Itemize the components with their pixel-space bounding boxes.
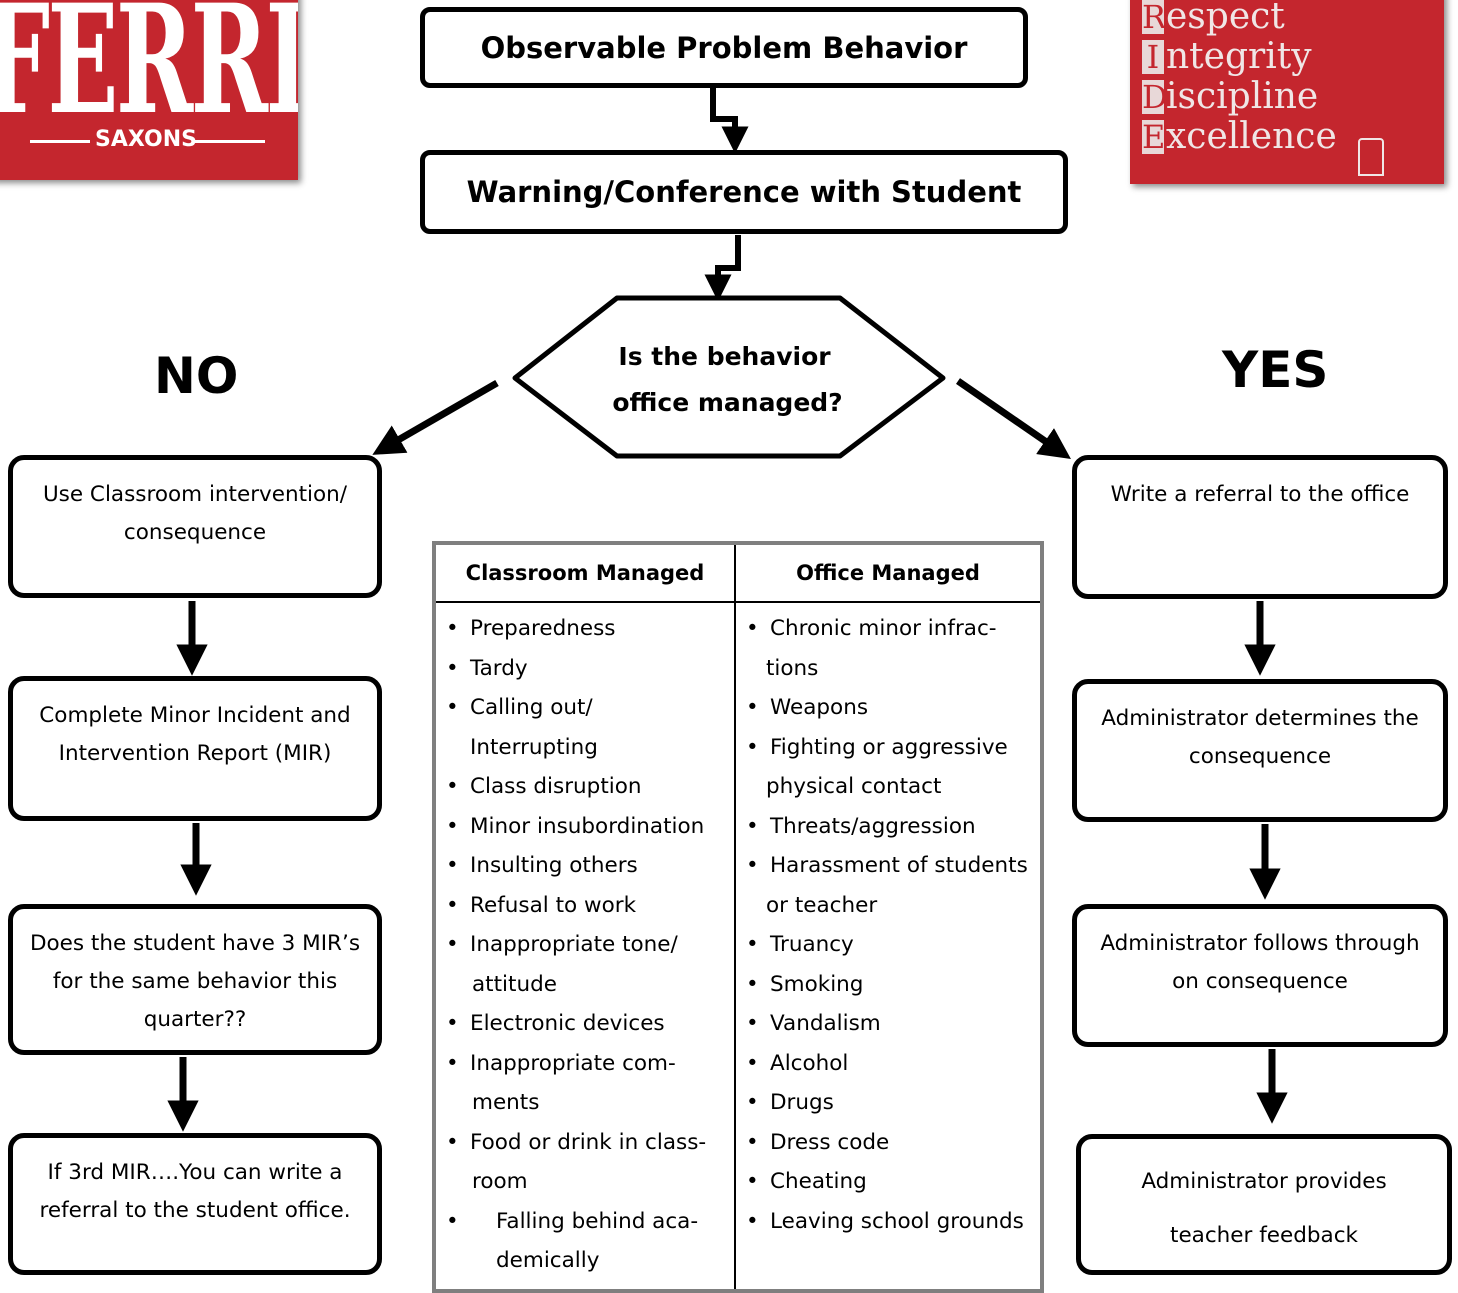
saxons-underline-left [30, 140, 90, 143]
list-item: Vandalism [736, 1004, 1040, 1044]
list-item-continuation: demically [496, 1248, 600, 1273]
list-item: Chronic minor infrac- [736, 609, 1040, 649]
office-managed-header: Office Managed [734, 543, 1042, 603]
list-item: Falling behind aca- [436, 1202, 734, 1242]
list-item: Insulting others [436, 846, 734, 886]
ride-excellence: Excellence [1142, 116, 1337, 157]
list-item: Preparedness [436, 609, 734, 649]
arrow-top-to-warning [710, 88, 749, 154]
list-item-continuation: or teacher [766, 892, 878, 918]
ride-discipline: Discipline [1142, 76, 1319, 117]
no-step-complete-mir: Complete Minor Incident and Intervention… [8, 676, 382, 821]
decision-line-1: Is the behavior [618, 342, 831, 371]
list-item: Inappropriate com- [436, 1044, 734, 1084]
list-item: Leaving school grounds [736, 1202, 1040, 1242]
list-item: Dress code [736, 1123, 1040, 1163]
saxons-underline-right [195, 140, 265, 143]
list-item: Harassment of students [736, 846, 1040, 886]
list-item: Refusal to work [436, 886, 734, 926]
list-item: Truancy [736, 925, 1040, 965]
yes-step-write-referral: Write a referral to the office [1072, 455, 1448, 599]
list-item: Tardy [436, 649, 734, 689]
no-step-three-mirs-question: Does the student have 3 MIR’s for the sa… [8, 904, 382, 1055]
no-step-third-mir-referral: If 3rd MIR….You can write a referral to … [8, 1133, 382, 1275]
list-item-continuation: tions [766, 655, 819, 681]
list-item: Electronic devices [436, 1004, 734, 1044]
yes-step-admin-feedback: Administrator provides teacher feedback [1076, 1134, 1452, 1275]
warning-conference-box: Warning/Conference with Student [420, 150, 1068, 234]
list-item: Smoking [736, 965, 1040, 1005]
decision-hexagon [512, 295, 946, 459]
observable-problem-behavior-box: Observable Problem Behavior [420, 7, 1028, 88]
arrow-to-yes [956, 378, 1071, 459]
list-item: Food or drink in class- [436, 1123, 734, 1163]
list-item: Weapons [736, 688, 1040, 728]
saxons-label: SAXONS [95, 127, 198, 152]
list-item: Cheating [736, 1162, 1040, 1202]
yes-step-admin-determines: Administrator determines the consequence [1072, 679, 1448, 822]
classroom-managed-header: Classroom Managed [434, 543, 735, 603]
ride-respect: Respect [1142, 0, 1285, 37]
list-item-continuation: ments [472, 1090, 540, 1115]
list-item: Minor insubordination [436, 807, 734, 847]
behavior-management-table: Classroom Managed Office Managed Prepare… [432, 541, 1044, 1293]
arrow-to-no [372, 379, 499, 455]
list-item-continuation: attitude [472, 971, 557, 997]
list-item-continuation: Interrupting [470, 734, 598, 760]
no-step-classroom-intervention: Use Classroom intervention/ consequence [8, 455, 382, 598]
list-item-continuation: physical contact [766, 774, 942, 799]
decision-line-2: office managed? [612, 388, 843, 417]
decision-text: Is the behavior office managed? [560, 334, 895, 426]
list-item: Threats/aggression [736, 807, 1040, 847]
no-label: NO [154, 347, 239, 405]
classroom-managed-list: Preparedness Tardy Calling out/ Interrup… [434, 602, 735, 1291]
list-item: Inappropriate tone/ [436, 925, 734, 965]
yes-label: YES [1222, 341, 1329, 399]
list-item-continuation: room [472, 1169, 528, 1194]
arrow-warning-to-decision [704, 235, 741, 302]
list-item: Fighting or aggressive [736, 728, 1040, 768]
ferris-saxons-logo: FERRIS SAXONS [0, 0, 298, 180]
ferris-wordmark: FERRIS [0, 0, 298, 148]
yes-step-admin-follows-through: Administrator follows through on consequ… [1072, 904, 1448, 1047]
list-item: Calling out/ [436, 688, 734, 728]
office-managed-list: Chronic minor infrac- tions Weapons Figh… [734, 602, 1042, 1291]
knight-icon [1358, 138, 1384, 176]
list-item: Class disruption [436, 767, 734, 807]
list-item: Drugs [736, 1083, 1040, 1123]
list-item: Alcohol [736, 1044, 1040, 1084]
